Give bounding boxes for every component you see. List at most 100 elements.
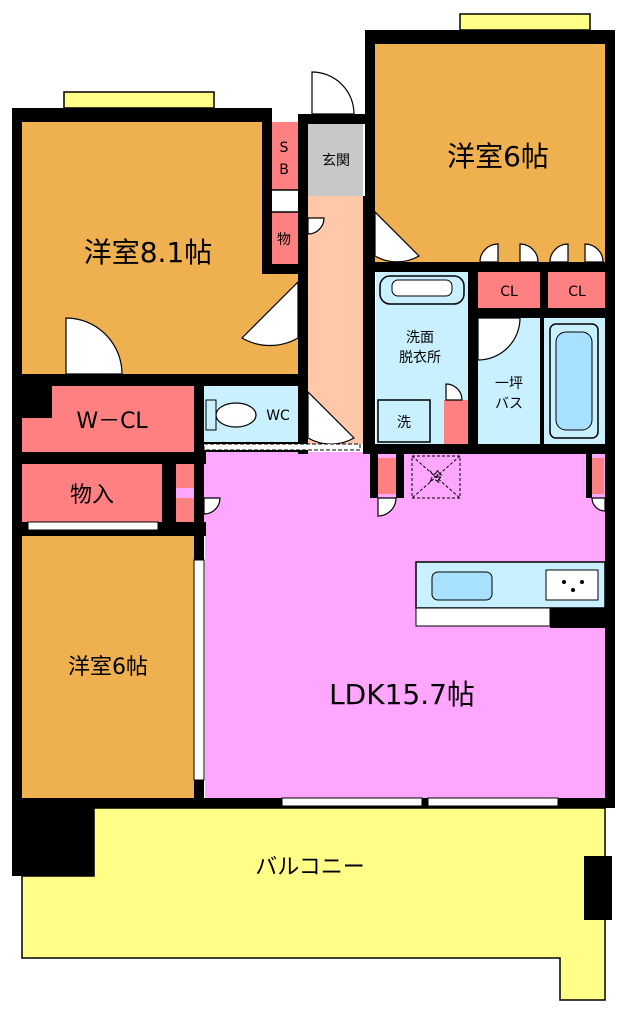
door-8-1-hall [241, 280, 299, 347]
label-bath-line2: バス [495, 396, 523, 412]
wall [12, 374, 302, 386]
door-storage-small [307, 217, 325, 235]
wall [162, 464, 176, 524]
closet-1-area [478, 272, 540, 308]
wall [12, 374, 52, 418]
door-nook [203, 497, 221, 515]
label-entrance: 玄関 [322, 152, 350, 169]
storage-large-area [22, 464, 162, 522]
toilet-tank [205, 399, 217, 431]
wall [298, 114, 308, 454]
ldk-area [205, 452, 605, 798]
door-entrance [311, 71, 355, 115]
balcony-area [21, 807, 606, 1001]
door-ldk-storage [377, 497, 397, 517]
wall [365, 30, 615, 44]
door-cl1b [519, 243, 539, 263]
ldk-storage-right [592, 458, 604, 494]
label-shoe-box-b: B [279, 162, 289, 178]
western-room-6-top [375, 44, 605, 262]
wall [363, 196, 375, 448]
wall [586, 454, 592, 498]
western-room-8-1 [22, 122, 300, 374]
wall [478, 308, 605, 318]
stove-burner [562, 580, 566, 584]
label-washroom-line1: 洗面 [406, 330, 434, 346]
wall [605, 30, 615, 808]
door-wash-storage [445, 383, 463, 401]
label-balcony: バルコニー [255, 855, 365, 880]
door-8-1 [65, 317, 123, 375]
label-western-room-8-1: 洋室8.1帖 [84, 236, 213, 269]
wall [584, 856, 612, 920]
label-ldk: LDK15.7帖 [329, 678, 475, 711]
toilet-bowl [215, 402, 257, 428]
storage-small-area [270, 212, 298, 264]
wall [308, 114, 365, 124]
label-bath-line1: 一坪 [495, 376, 523, 392]
wall [396, 454, 404, 498]
label-toilet: WC [266, 408, 290, 424]
wcl-sliding [203, 443, 361, 451]
nook-storage-1 [176, 458, 196, 488]
storage-sliding [27, 521, 159, 531]
doors [65, 71, 606, 517]
wall [468, 262, 478, 444]
windows [63, 13, 591, 109]
stove-burner [580, 580, 584, 584]
wall [540, 318, 544, 444]
stove-burner [571, 588, 575, 592]
label-walk-in-closet: W－CL [76, 409, 148, 434]
label-fridge: 冷 [429, 470, 443, 486]
wall [363, 444, 615, 454]
label-closet-1: CL [500, 284, 518, 300]
wall [540, 262, 548, 308]
bathtub-inner [555, 331, 593, 431]
door-cl1a [479, 243, 499, 263]
wall [550, 608, 605, 628]
balcony-window-2 [427, 797, 559, 807]
western-6-sliding [193, 559, 205, 781]
washer-box [377, 399, 431, 443]
door-cl2a [549, 243, 569, 263]
shoe-box-area [270, 122, 298, 190]
stove [545, 569, 599, 601]
label-storage-small: 物 [277, 232, 291, 248]
kitchen-sink [431, 571, 493, 601]
wall [365, 30, 375, 290]
wall [12, 108, 270, 122]
entrance-area [308, 124, 363, 196]
door-ldk-storage-r [591, 497, 606, 512]
closet-2-area [548, 272, 605, 308]
wall [12, 798, 94, 876]
wall [370, 454, 378, 498]
kitchen-counter-edge [415, 607, 551, 627]
label-washer: 洗 [397, 415, 411, 431]
ldk-storage-left [378, 458, 396, 494]
nook-storage-2 [176, 498, 196, 524]
door-6-top [374, 210, 420, 263]
balcony-window-1 [281, 797, 423, 807]
room-fills [21, 44, 606, 1001]
window-western-room-8-1 [63, 91, 215, 109]
label-western-room-6-top: 洋室6帖 [447, 140, 549, 173]
fridge-x [411, 455, 461, 499]
door-wash [477, 317, 521, 361]
window-western-room-6-top [459, 13, 591, 31]
labels: 洋室8.1帖 洋室6帖 洋室6帖 LDK15.7帖 バルコニー 玄関 S B 物… [68, 140, 586, 880]
label-western-room-6-left: 洋室6帖 [68, 655, 148, 680]
wall [262, 108, 272, 272]
wash-storage [444, 400, 468, 444]
label-closet-2: CL [568, 284, 586, 300]
label-shoe-box-s: S [280, 140, 289, 156]
label-storage-large: 物入 [70, 483, 114, 508]
wall [365, 262, 615, 272]
label-washroom-line2: 脱衣所 [399, 350, 441, 366]
wash-basin-inner [391, 279, 453, 297]
fixtures [27, 275, 606, 807]
western-room-6-left [22, 536, 194, 798]
wall [262, 264, 308, 274]
wall [12, 452, 206, 464]
door-cl2b [584, 243, 604, 263]
